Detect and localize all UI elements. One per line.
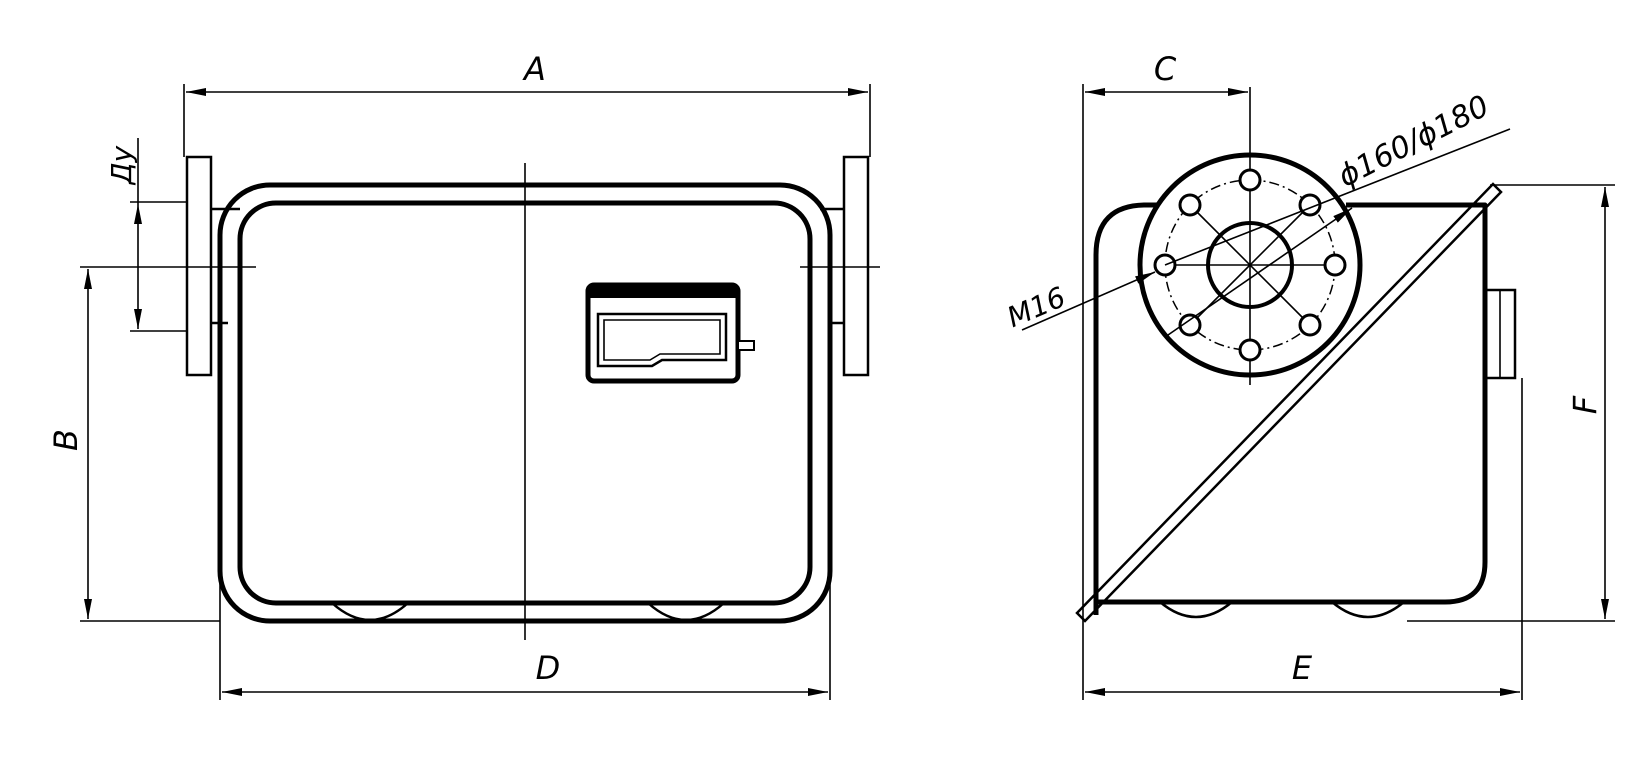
dim-label-du: Ду: [105, 145, 138, 186]
counter-display: [585, 282, 755, 384]
side-foot-left: [1159, 601, 1233, 619]
diameter-leader-1: [1164, 128, 1511, 266]
right-flange: [842, 155, 870, 377]
side-body-outline-top-right: [1346, 202, 1488, 605]
side-body-outline: [1093, 202, 1180, 615]
dim-label-a: A: [522, 50, 546, 88]
bolt-hole-6: [1178, 313, 1202, 337]
counter-housing: [585, 282, 741, 384]
bolt-hole-3: [1323, 253, 1347, 277]
side-foot-right: [1331, 601, 1405, 619]
front-foot-right: [647, 602, 725, 622]
bolt-hole-1: [1238, 168, 1262, 192]
bolt-hole-5: [1238, 338, 1262, 362]
dim-label-c: C: [1154, 50, 1177, 88]
counter-knob: [737, 340, 755, 351]
dim-label-e: E: [1292, 649, 1313, 687]
front-foot-left: [331, 602, 409, 622]
side-view: [1021, 87, 1517, 623]
bolt-hole-8: [1178, 193, 1202, 217]
counter-window: [596, 312, 728, 368]
diameter-leader-2: [1167, 207, 1353, 336]
dim-label-diameters: ϕ160/ϕ180: [1333, 89, 1495, 195]
side-flange: [1021, 87, 1511, 385]
dim-label-b: B: [47, 429, 85, 451]
counter-top-band: [590, 286, 736, 298]
counter-window-inner: [603, 319, 721, 361]
left-flange: [185, 155, 213, 377]
thread-leader: [1021, 271, 1156, 331]
front-dimensions: A Ду B D: [47, 50, 871, 700]
dim-label-f: F: [1566, 395, 1604, 414]
dim-label-d: D: [536, 649, 561, 687]
bolt-hole-4: [1298, 313, 1322, 337]
front-view: [80, 155, 880, 640]
dim-label-thread: M16: [1002, 280, 1070, 334]
